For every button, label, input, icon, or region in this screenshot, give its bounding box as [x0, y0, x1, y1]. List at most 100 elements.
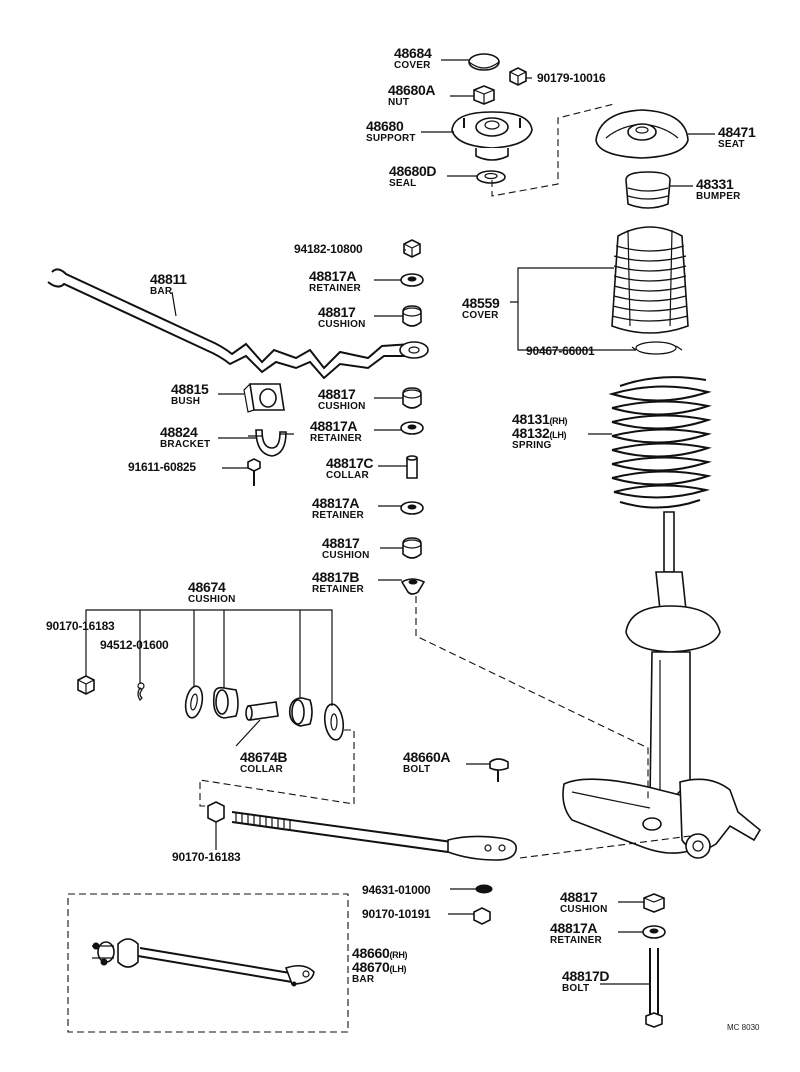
label-48817-4: 48817 CUSHION	[560, 890, 608, 915]
part-number: 48817A	[550, 920, 598, 936]
label-48817-3: 48817 CUSHION	[322, 536, 370, 561]
cotter-pin-94512-01600	[137, 682, 145, 701]
label-48684: 48684 COVER	[394, 45, 432, 71]
leader-retainer-to-arm	[415, 596, 649, 800]
bolt-48817D	[645, 948, 663, 1028]
label-leaders	[171, 59, 715, 985]
part-name: RETAINER	[550, 935, 602, 946]
part-name: BUSH	[171, 396, 201, 407]
part-number: 48817A	[312, 495, 360, 511]
dust-cover-bellows-48559	[611, 226, 689, 334]
stabilizer-bar-48811	[47, 268, 429, 380]
part-name: BUMPER	[696, 191, 741, 202]
part-number: 48674B	[240, 749, 288, 765]
part-number: 48817	[318, 386, 356, 402]
retainer-48817A-top	[400, 273, 424, 287]
label-48471: 48471 SEAT	[718, 124, 756, 150]
label-90170-10191: 90170-10191	[362, 907, 431, 921]
assembly-box	[67, 893, 349, 1033]
label-48131-48132: 48131(RH) 48132(LH) SPRING	[512, 412, 568, 451]
part-number-rh: 48131(RH)	[512, 412, 568, 426]
part-number: 48817A	[310, 418, 358, 434]
label-90170-16183-top: 90170-16183	[46, 619, 115, 633]
cushion-48817-mid	[402, 387, 422, 409]
part-number-rh: 48660(RH)	[352, 945, 408, 961]
label-48674: 48674 CUSHION	[188, 580, 236, 605]
part-number: 48824	[160, 424, 198, 440]
label-48811: 48811 BAR	[150, 272, 187, 297]
retainer-48817A-bottom	[642, 925, 666, 939]
part-name: CUSHION	[322, 550, 370, 561]
bolt-48660A	[489, 758, 509, 782]
label-48331: 48331 BUMPER	[696, 177, 741, 202]
tension-rod	[207, 801, 517, 861]
part-number: 48684	[394, 45, 432, 61]
bolt-91611-60825	[247, 458, 261, 486]
seal-48680D	[476, 170, 506, 184]
part-name: COVER	[462, 310, 499, 321]
part-name: COLLAR	[240, 764, 283, 775]
cushion-48817-bottom	[643, 893, 665, 913]
label-48817B: 48817B RETAINER	[312, 570, 364, 595]
part-number: 48680D	[389, 163, 437, 179]
nut-94182-10800	[403, 239, 421, 258]
cushion-48817-top	[402, 305, 422, 327]
label-48680D: 48680D SEAL	[389, 163, 437, 189]
label-48817-2: 48817 CUSHION	[318, 387, 366, 412]
snap-ring-90467-66001	[631, 341, 683, 355]
part-number-lh: 48132(LH)	[512, 426, 567, 440]
bumper-48331	[625, 171, 671, 209]
part-name: BOLT	[403, 764, 431, 775]
part-name: COVER	[394, 60, 431, 71]
label-91611-60825: 91611-60825	[128, 460, 196, 474]
part-number: 48471	[718, 124, 756, 140]
part-number-lh: 48670(LH)	[352, 960, 407, 974]
part-number: 48660	[352, 945, 390, 961]
label-48815: 48815 BUSH	[171, 382, 209, 407]
stabilizer-bush-48815	[243, 383, 285, 413]
label-48817C: 48817C COLLAR	[326, 456, 374, 481]
leader-support-to-seat	[491, 103, 615, 197]
side-suffix: (LH)	[549, 430, 567, 440]
retainer-48817A-mid	[400, 421, 424, 435]
part-name: SPRING	[512, 440, 552, 451]
nut-90179-10016	[509, 67, 527, 86]
part-name: RETAINER	[312, 584, 364, 595]
part-number: 48660A	[403, 749, 451, 765]
cushion-48674-retainer-left	[184, 685, 204, 719]
label-48559: 48559 COVER	[462, 296, 500, 321]
part-number: 48811	[150, 271, 187, 287]
part-number: 48817	[322, 535, 360, 551]
part-name: SUPPORT	[366, 133, 416, 144]
label-48817A-1: 48817A RETAINER	[309, 269, 361, 294]
label-48817A-4: 48817A RETAINER	[550, 921, 602, 946]
part-name: RETAINER	[312, 510, 364, 521]
label-48817A-3: 48817A RETAINER	[312, 496, 364, 521]
part-name: CUSHION	[188, 594, 236, 605]
part-name: BOLT	[562, 983, 590, 994]
coil-spring-48131	[608, 376, 712, 509]
cushion-48674-left	[212, 686, 239, 719]
label-48824: 48824 BRACKET	[160, 425, 210, 450]
label-48660-48670: 48660(RH) 48670(LH) BAR	[352, 945, 408, 985]
side-suffix: (RH)	[549, 416, 568, 426]
cushion-48674-right	[288, 697, 313, 727]
diagram-code: MC 8030	[727, 1023, 760, 1032]
part-name: SEAL	[389, 178, 417, 189]
label-48680: 48680 SUPPORT	[366, 119, 416, 144]
part-name: RETAINER	[310, 433, 362, 444]
label-90179-10016: 90179-10016	[537, 71, 606, 85]
part-name: BAR	[150, 286, 173, 297]
label-90467-66001: 90467-66001	[526, 344, 595, 358]
part-number: 48680A	[388, 82, 436, 98]
nut-90170-16183-left	[77, 675, 95, 695]
retainer-48817B	[400, 578, 426, 595]
label-94631-01000: 94631-01000	[362, 883, 431, 897]
part-number: 48331	[696, 176, 734, 192]
part-number: 48817B	[312, 569, 360, 585]
part-number: 48817A	[309, 268, 357, 284]
lower-control-arm	[562, 778, 762, 859]
label-90170-16183-bottom: 90170-16183	[172, 850, 241, 864]
part-name: RETAINER	[309, 283, 361, 294]
